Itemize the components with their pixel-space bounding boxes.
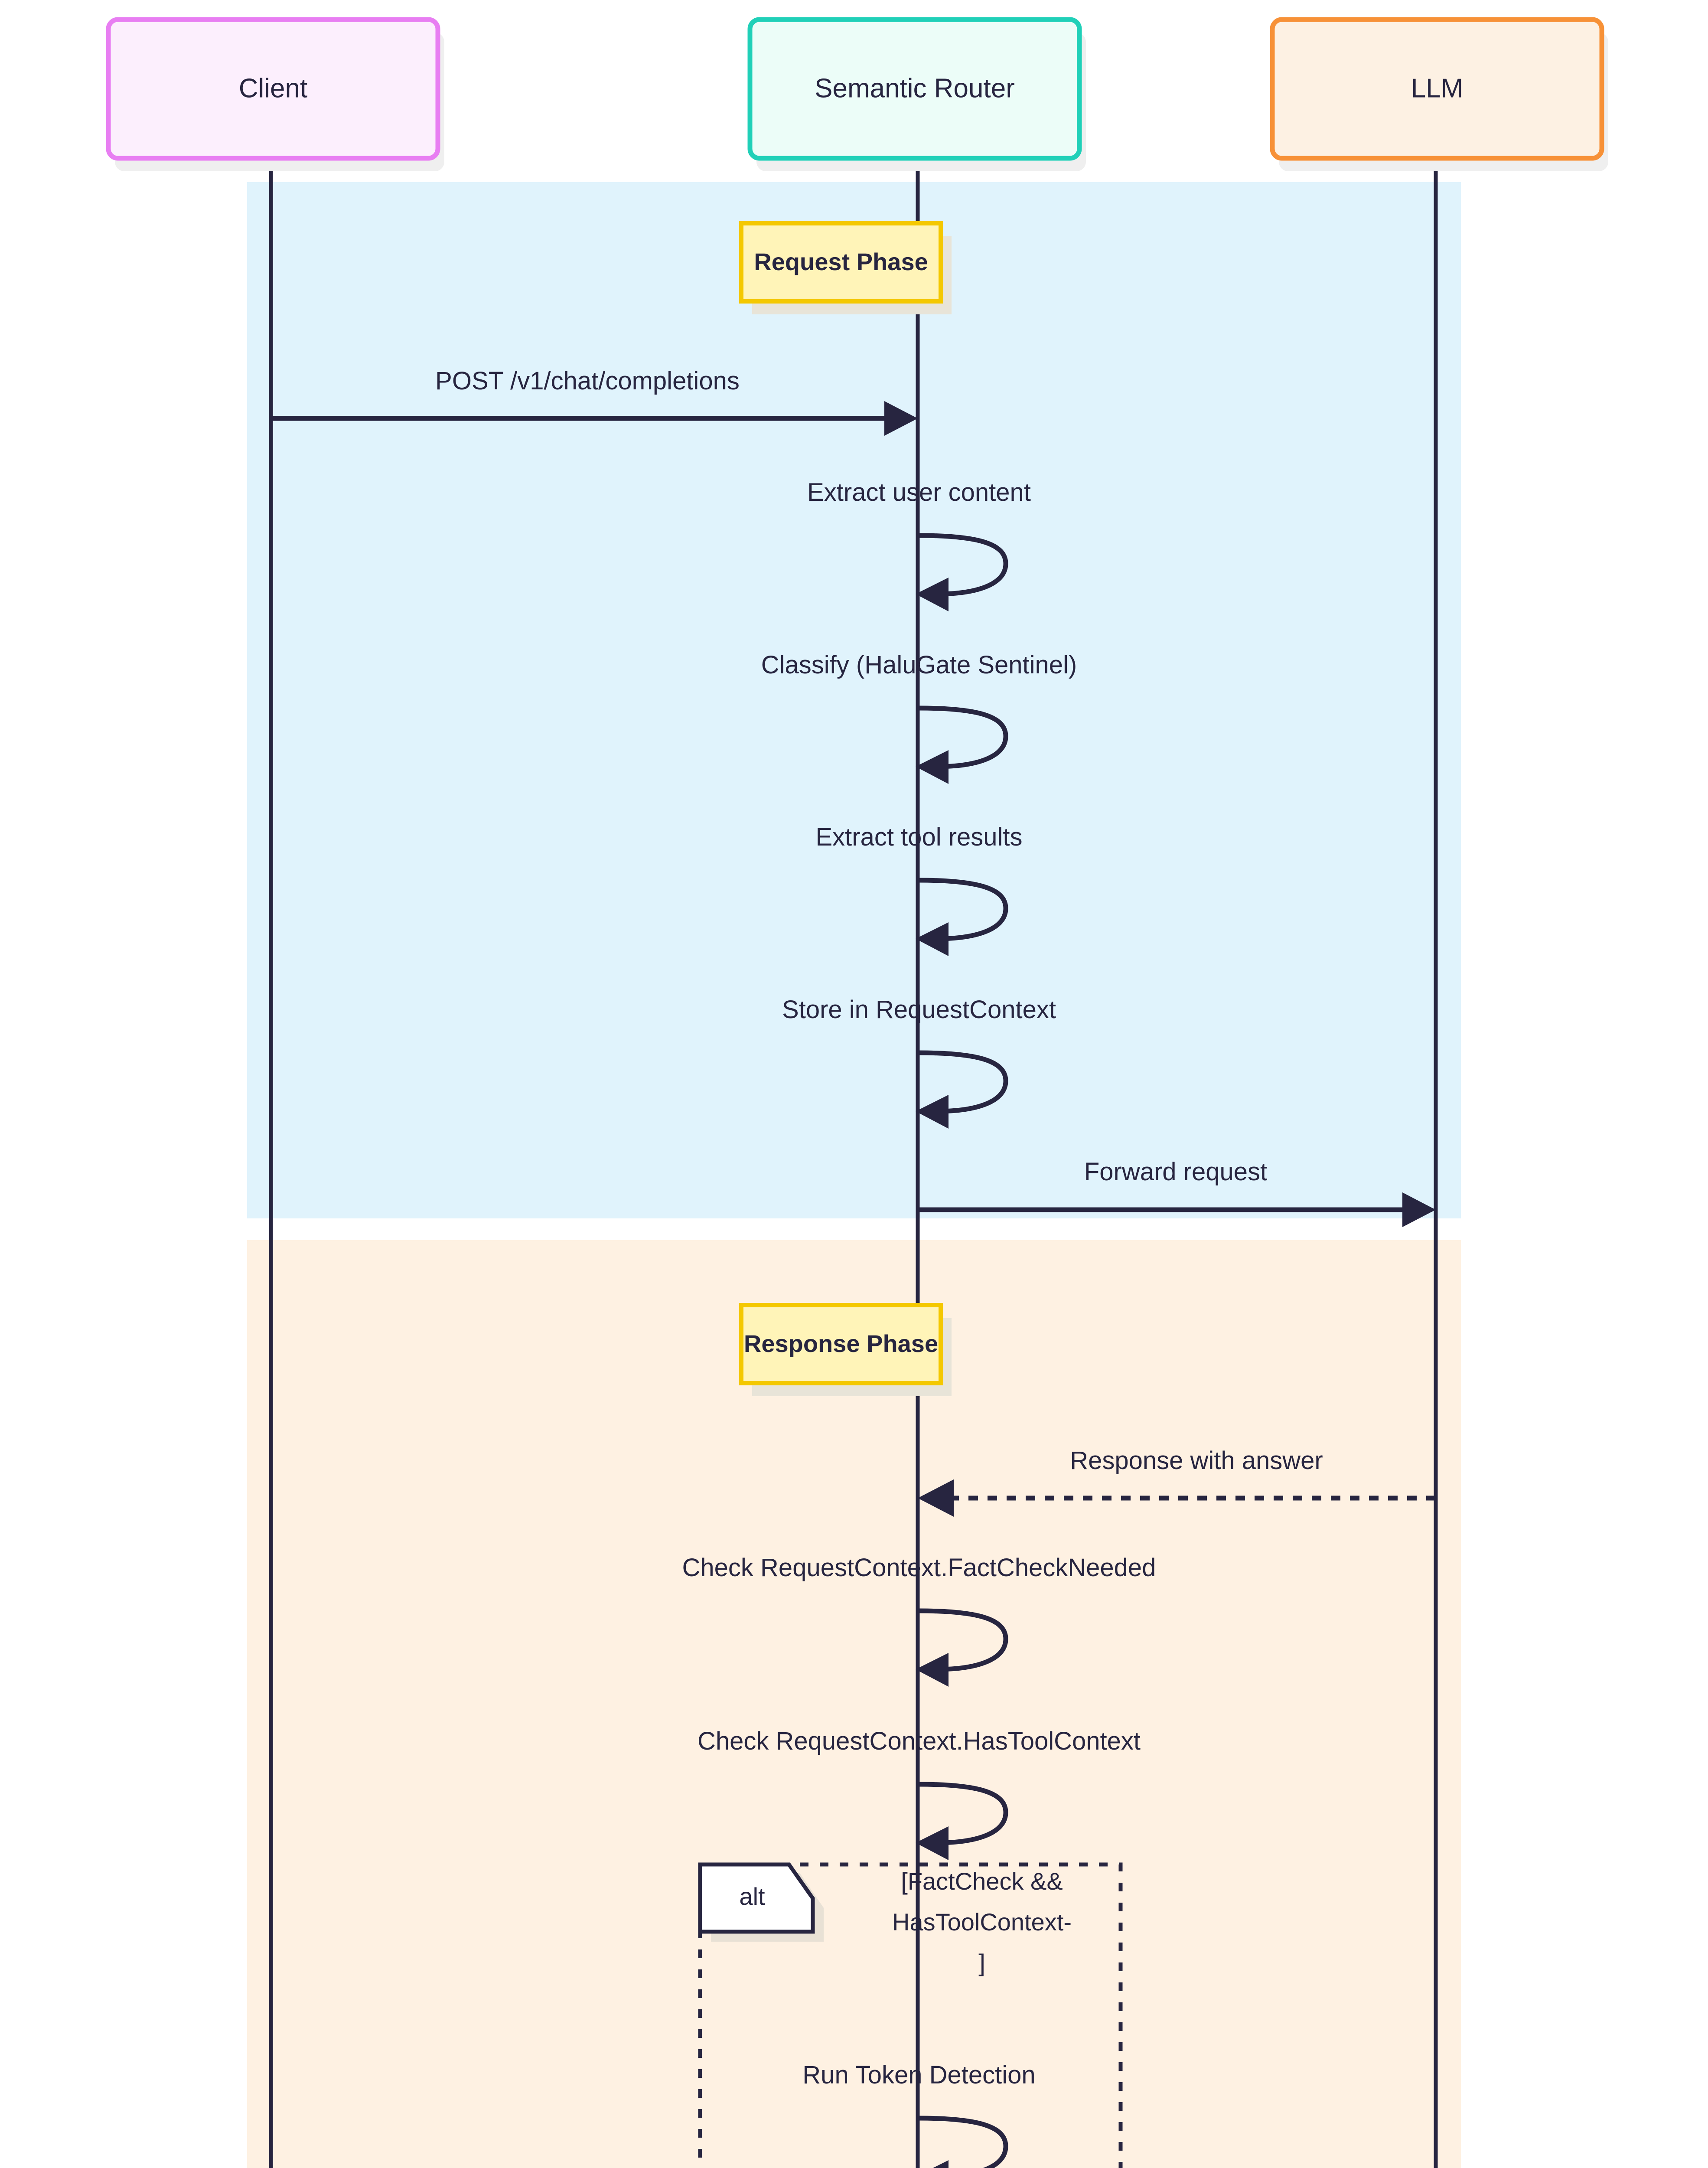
arrow-head-m9 [916,1826,949,1860]
actor-client-top-box[interactable] [106,17,440,161]
message-loop-m9 [917,1782,1008,1845]
actor-llm-top-label: LLM [1411,73,1464,103]
response-phase-badge [739,1303,943,1385]
alt-branch-1-condition-line-3: ] [978,1949,985,1976]
alt-branch-1-condition-line-2: HasToolContext- [892,1908,1072,1936]
message-label-m9: Check RequestContext.HasToolContext [698,1727,1141,1755]
message-loop-m4 [917,878,1008,941]
alt-tab [698,1862,815,1934]
request-phase-region [247,182,1461,1218]
arrow-head-m5 [916,1095,949,1129]
request-phase-badge [739,221,943,304]
arrow-head-m1 [884,401,918,436]
message-loop-m3 [917,705,1008,769]
message-label-m1: POST /v1/chat/completions [435,367,740,395]
alt-tab-label: alt [739,1883,765,1910]
message-label-m5: Store in RequestContext [782,996,1056,1024]
actor-router-top-box[interactable] [747,17,1082,161]
arrow-head-m2 [916,578,949,611]
message-label-m4: Extract tool results [815,823,1022,851]
arrow-head-m4 [916,922,949,956]
message-label-m7: Response with answer [1070,1446,1323,1475]
alt-branch-1-condition-line-1: [FactCheck && [901,1868,1063,1895]
arrow-head-m8 [916,1653,949,1687]
message-label-m2: Extract user content [807,478,1031,506]
message-label-m10: Run Token Detection [802,2061,1035,2089]
message-loop-m2 [917,533,1008,597]
actor-client-top-label: Client [239,73,308,103]
arrow-head-m3 [916,750,949,784]
request-phase-badge-label: Request Phase [754,248,928,275]
actor-llm-top-box[interactable] [1270,17,1604,161]
message-loop-m10 [917,2116,1008,2168]
arrow-head-m6 [1402,1192,1436,1227]
actor-router-top-label: Semantic Router [815,73,1015,103]
message-loop-m8 [917,1608,1008,1672]
message-label-m8: Check RequestContext.FactCheckNeeded [682,1554,1156,1582]
arrow-head-m10 [933,2160,949,2168]
message-label-m6: Forward request [1084,1158,1267,1186]
message-label-m3: Classify (HaluGate Sentinel) [761,651,1077,679]
arrow-head-m7 [918,1479,954,1517]
response-phase-badge-label: Response Phase [744,1330,938,1357]
message-loop-m5 [917,1050,1008,1114]
